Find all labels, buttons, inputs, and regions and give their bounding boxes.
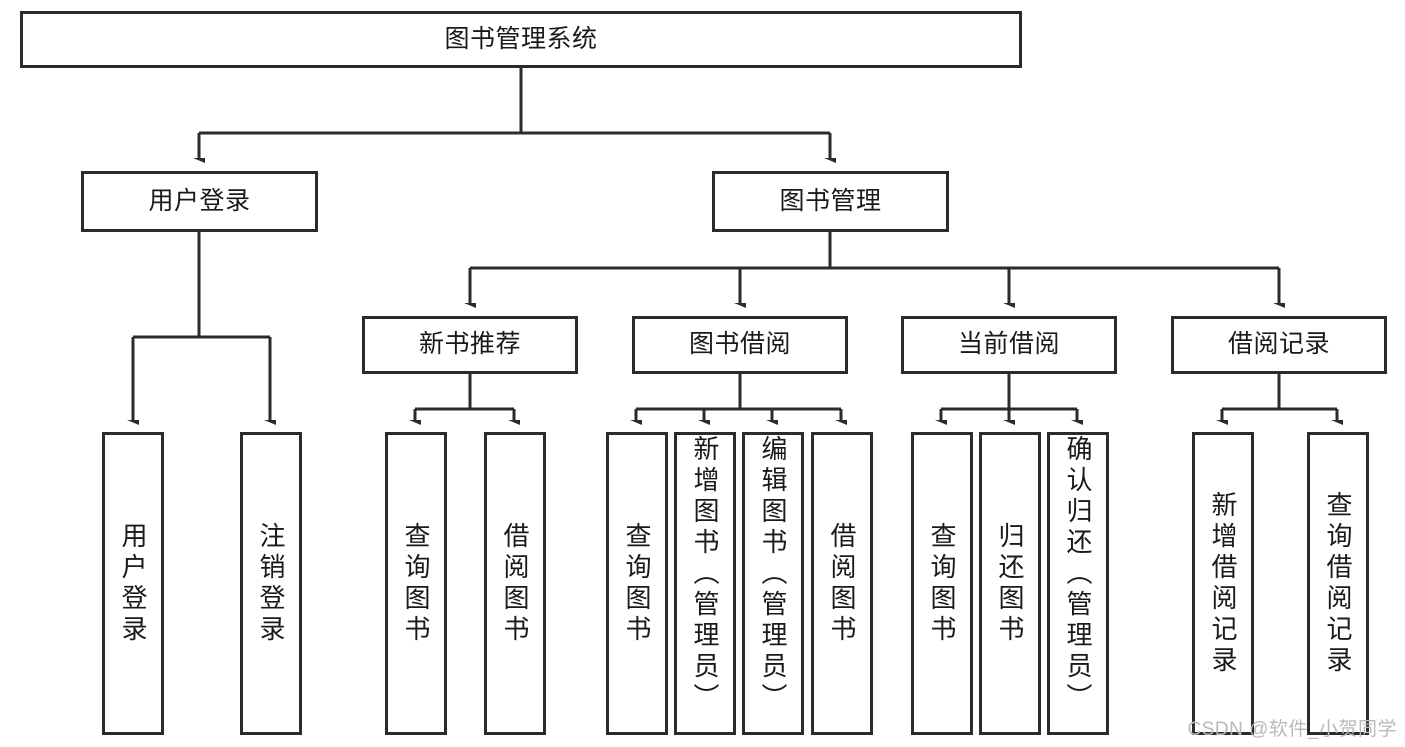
leaf-borrow-book-nbr[interactable]: 借阅图书 [484, 432, 546, 735]
node-label: 用户登录 [148, 186, 251, 215]
node-book-management[interactable]: 图书管理 [712, 171, 949, 232]
leaf-add-borrow-record[interactable]: 新增借阅记录 [1192, 432, 1254, 735]
node-label: 确认归还（管理员） [1063, 435, 1093, 714]
node-label: 编辑图书（管理员） [758, 435, 788, 714]
node-label: 图书管理系统 [444, 24, 598, 53]
node-label: 查询图书 [401, 521, 431, 646]
watermark-text: CSDN @软件_小贺同学 [1187, 719, 1397, 740]
leaf-logout[interactable]: 注销登录 [240, 432, 302, 735]
node-label: 借阅图书 [827, 521, 857, 646]
leaf-return-book[interactable]: 归还图书 [979, 432, 1041, 735]
node-label: 图书管理 [779, 186, 882, 215]
leaf-query-book-bb[interactable]: 查询图书 [606, 432, 668, 735]
node-current-borrow[interactable]: 当前借阅 [901, 316, 1117, 374]
node-label: 注销登录 [256, 521, 286, 646]
node-label: 新增图书（管理员） [690, 435, 720, 714]
node-new-book-recommendation[interactable]: 新书推荐 [362, 316, 578, 374]
node-label: 新增借阅记录 [1208, 490, 1238, 677]
leaf-query-borrow-record[interactable]: 查询借阅记录 [1307, 432, 1369, 735]
leaf-query-book-nbr[interactable]: 查询图书 [385, 432, 447, 735]
leaf-query-book-cb[interactable]: 查询图书 [911, 432, 973, 735]
leaf-confirm-return-admin[interactable]: 确认归还（管理员） [1047, 432, 1109, 735]
node-label: 借阅图书 [500, 521, 530, 646]
node-label: 查询图书 [927, 521, 957, 646]
node-label: 新书推荐 [418, 330, 521, 359]
node-label: 借阅记录 [1227, 330, 1330, 359]
node-book-borrow[interactable]: 图书借阅 [632, 316, 848, 374]
node-label: 当前借阅 [957, 330, 1060, 359]
node-user-login[interactable]: 用户登录 [81, 171, 318, 232]
leaf-add-book-admin[interactable]: 新增图书（管理员） [674, 432, 736, 735]
node-label: 查询图书 [622, 521, 652, 646]
leaf-edit-book-admin[interactable]: 编辑图书（管理员） [742, 432, 804, 735]
node-label: 查询借阅记录 [1323, 490, 1353, 677]
node-label: 归还图书 [995, 521, 1025, 646]
leaf-user-login[interactable]: 用户登录 [102, 432, 164, 735]
leaf-borrow-book-bb[interactable]: 借阅图书 [811, 432, 873, 735]
node-label: 图书借阅 [688, 330, 791, 359]
node-label: 用户登录 [118, 521, 148, 646]
node-root-book-management-system[interactable]: 图书管理系统 [20, 11, 1022, 68]
node-borrow-record[interactable]: 借阅记录 [1171, 316, 1387, 374]
